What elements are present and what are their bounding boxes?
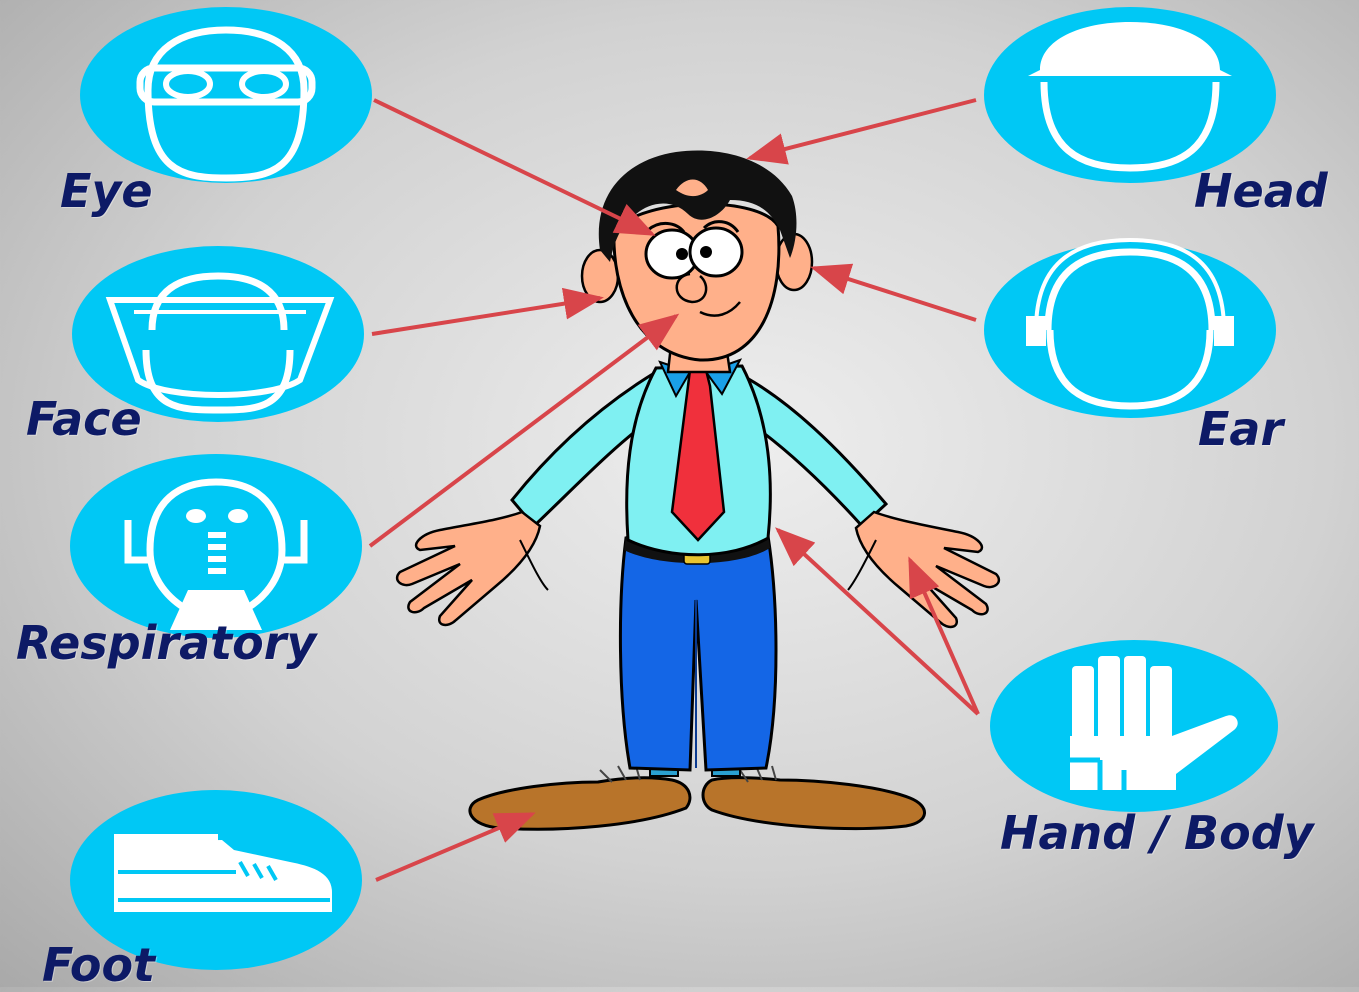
hard-hat-icon [984, 7, 1276, 183]
foot-label: Foot [42, 942, 155, 988]
eye-arrow [374, 100, 652, 234]
respiratory-label: Respiratory [16, 620, 316, 666]
worker-figure [397, 151, 999, 830]
ear-muffs-icon [984, 240, 1276, 418]
ear-label: Ear [1198, 406, 1283, 452]
worker-pants [620, 536, 776, 770]
safety-goggles-icon [80, 7, 372, 183]
eye-label: Eye [60, 168, 153, 214]
worker-head [582, 151, 812, 361]
head-arrow [750, 100, 976, 158]
face-label: Face [26, 396, 142, 442]
ear-arrow [814, 268, 976, 320]
hand-body-label: Hand / Body [1000, 810, 1314, 856]
glove-icon [990, 640, 1278, 812]
head-label: Head [1194, 168, 1328, 214]
foot-arrow [376, 814, 532, 880]
worker-shoes [470, 766, 925, 829]
respirator-mask-icon [70, 454, 362, 638]
face-arrow [372, 298, 600, 334]
